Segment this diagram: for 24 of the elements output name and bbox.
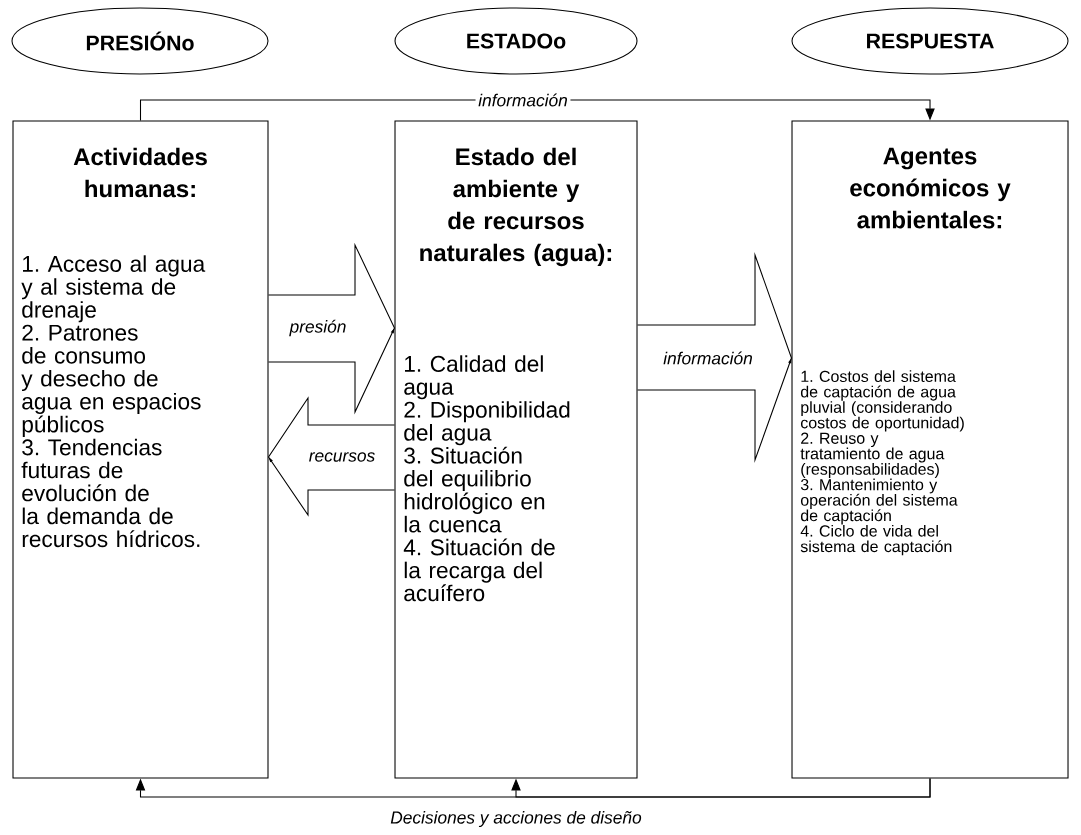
list-item: 2. Disponibilidad del agua [404, 401, 570, 446]
list-item: 1. Calidad del agua [404, 355, 543, 400]
edge-label: Decisiones y acciones de diseño [390, 810, 642, 828]
arrow [139, 99, 935, 121]
list-item: 3. Tendencias futuras de evolución de la demanda de recursos hídricos. [21, 438, 200, 548]
list-item: 1. Acceso al agua y al sistema de drenaje [21, 255, 206, 323]
block-arrow [267, 396, 395, 517]
box-heading: Estado del ambiente y de recursos naturales (agua): [420, 147, 612, 267]
box-heading: Actividades humanas: [73, 147, 207, 198]
list-item: 4. Ciclo de vida del sistema de captación [800, 524, 952, 556]
block-arrow [637, 251, 793, 464]
arrow [511, 778, 931, 798]
block-arrow [268, 242, 396, 415]
box-heading: Agentes económicos y ambientales: [850, 147, 1011, 229]
list-item: 3. Mantenimiento y operación del sistema de captación [800, 478, 958, 525]
edge-label: recursos [309, 452, 375, 462]
edge-label: información [663, 351, 752, 365]
list-item: 3. Situación del equilibrio hidrológico en la cuenca [404, 446, 545, 533]
list-item: 2. Patrones de consumo y desecho de agua en espacios públicos [21, 324, 201, 437]
edge-label: información [478, 93, 567, 107]
list-item: 4. Situación de la recarga del acuífero [403, 538, 555, 602]
edge-label: presión [289, 319, 346, 337]
list-item: 1. Costos del sistema de captación de agua pluvial (considerando costos de oportunidad) [800, 370, 964, 432]
list-item: 2. Reuso y tratamiento de agua (responsabilidades) [800, 432, 945, 478]
